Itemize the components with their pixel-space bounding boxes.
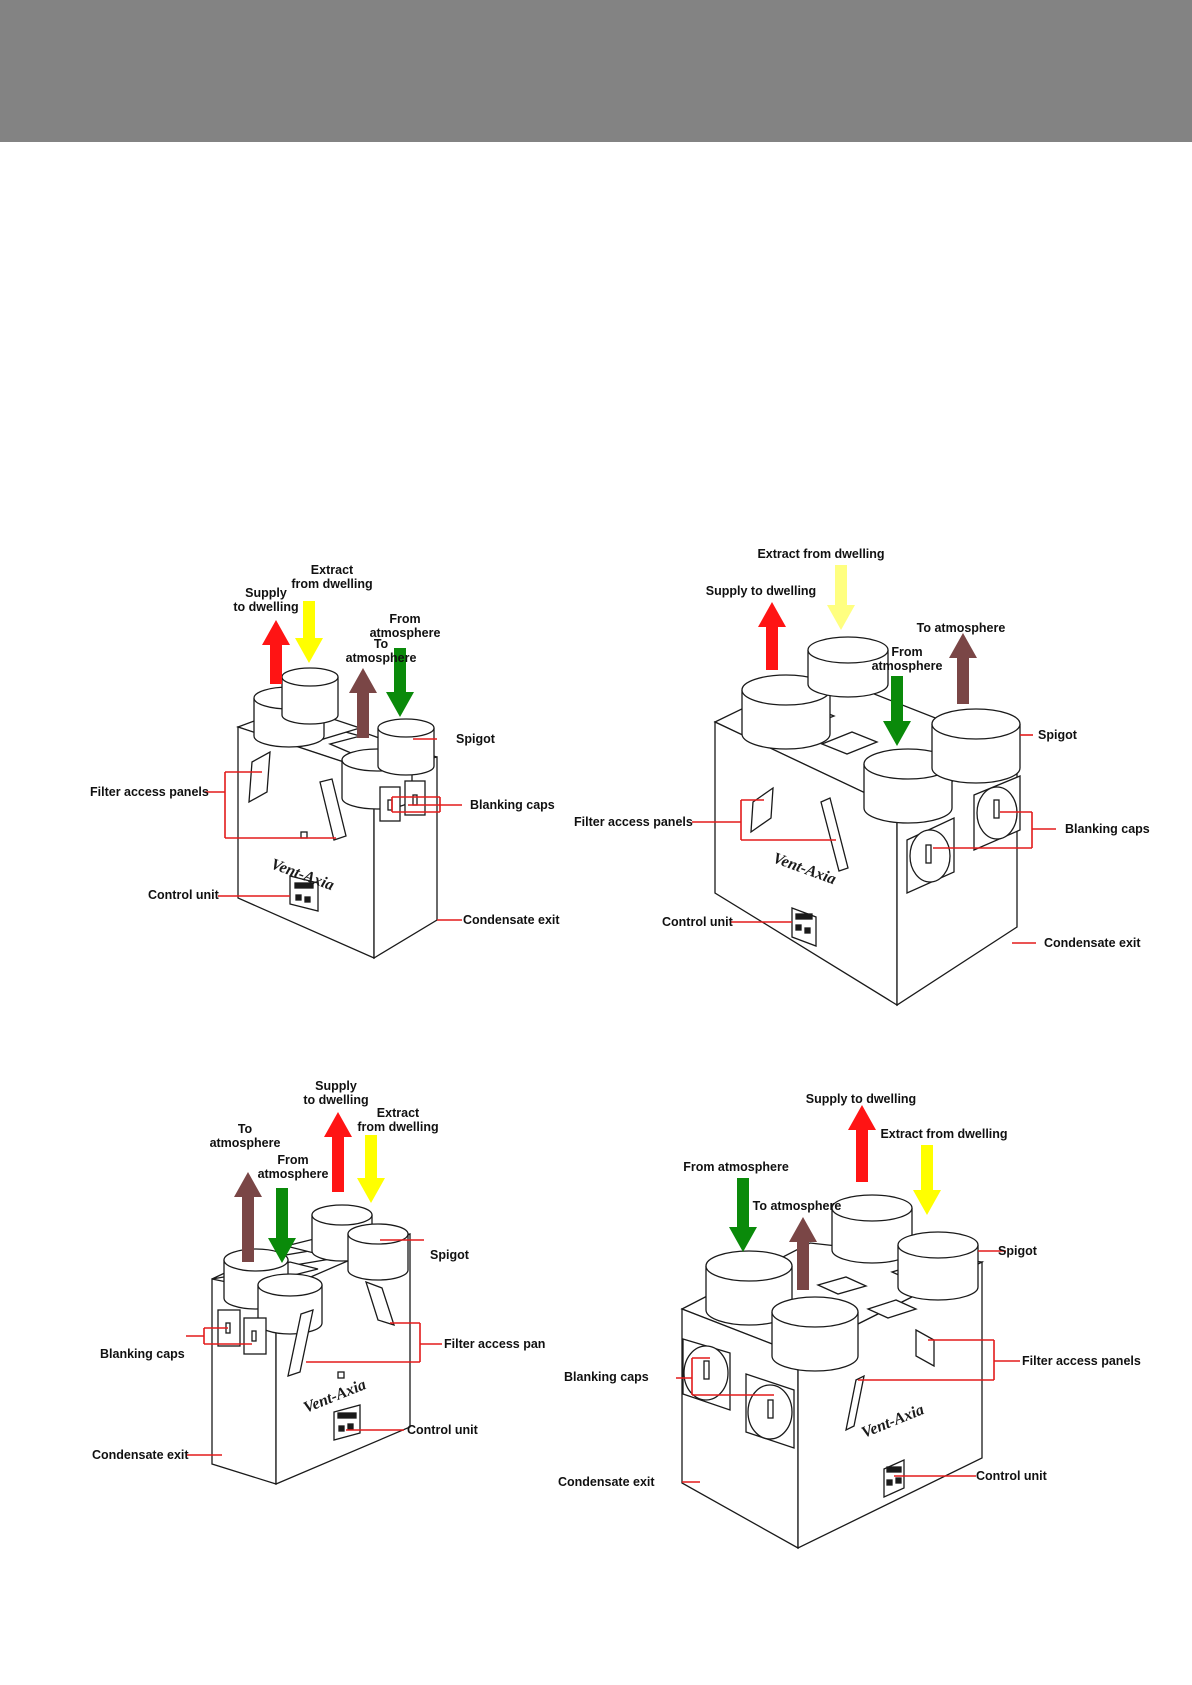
label-supply: Supply to dwelling [805,1092,917,1106]
extract-arrow [357,1135,385,1203]
label-spigot: Spigot [430,1248,469,1262]
blanking-caps-leader [391,796,462,813]
unit-drawing-bottom-left: Vent-Axia [186,1112,442,1485]
label-control-unit: Control unit [148,888,219,902]
unit-drawing-top-right: Vent-Axia [692,565,1056,1007]
label-from-atmosphere: From atmosphere [683,1160,789,1174]
extract-arrow [295,601,323,663]
label-blanking-caps: Blanking caps [100,1347,185,1361]
label-filter-access-panels: Filter access panels [1022,1354,1141,1368]
label-to-atmosphere: To atmosphere [345,637,417,665]
label-extract: Extract from dwelling [291,563,373,591]
label-blanking-caps: Blanking caps [564,1370,649,1384]
unit-diagram-top-right: Vent-Axia Extract from dwelling Supply t… [574,0,1192,1007]
label-extract: Extract from dwelling [757,547,885,561]
label-from-atmosphere: From atmosphere [871,645,943,673]
label-from-atmosphere: From atmosphere [257,1153,329,1181]
from-atmosphere-arrow [268,1188,296,1263]
label-supply: Supply to dwelling [233,586,299,614]
unit-diagram-top-left: Vent-Axia Supply to dwelling Extract fro… [0,0,596,1000]
extract-arrow [827,565,855,630]
label-control-unit: Control unit [662,915,733,929]
header-band [0,0,1192,142]
from-atmosphere-arrow [729,1178,757,1252]
filter-panels-leader [306,1322,442,1363]
label-filter-access-panels: Filter access panels [574,815,693,829]
unit-drawing-top-left: Vent-Axia [205,601,462,960]
to-atmosphere-arrow [789,1217,817,1290]
to-atmosphere-arrow [349,668,377,738]
label-condensate-exit: Condensate exit [558,1475,655,1489]
unit-diagram-bottom-right: Vent-Axia Supply to dwelling Extract fro… [558,1000,1192,1685]
to-atmosphere-arrow [949,633,977,704]
filter-panels-leader [858,1339,1020,1381]
from-atmosphere-arrow [883,676,911,746]
supply-arrow [758,602,786,670]
blanking-caps-leader [186,1327,252,1345]
label-control-unit: Control unit [407,1423,478,1437]
label-to-atmosphere: To atmosphere [916,621,1006,635]
label-condensate-exit: Condensate exit [92,1448,189,1462]
label-filter-access-panels: Filter access panels [90,785,209,799]
label-to-atmosphere: To atmosphere [752,1199,842,1213]
filter-panels-leader [692,799,836,841]
label-condensate-exit: Condensate exit [1044,936,1141,950]
to-atmosphere-arrow [234,1172,262,1262]
from-atmosphere-arrow [386,648,414,717]
label-control-unit: Control unit [976,1469,1047,1483]
label-blanking-caps: Blanking caps [1065,822,1150,836]
label-extract: Extract from dwelling [357,1106,439,1134]
label-to-atmosphere: To atmosphere [209,1122,281,1150]
label-spigot: Spigot [1038,728,1077,742]
supply-arrow [324,1112,352,1192]
label-condensate-exit: Condensate exit [463,913,560,927]
label-spigot: Spigot [998,1244,1037,1258]
blanking-caps-leader [676,1357,774,1396]
label-from-atmosphere: From atmosphere [369,612,441,640]
extract-arrow [913,1145,941,1215]
label-blanking-caps: Blanking caps [470,798,555,812]
label-filter-access-panels: Filter access pan [444,1337,546,1351]
label-supply: Supply to dwelling [705,584,817,598]
blanking-caps-leader [933,811,1056,849]
unit-diagram-bottom-left: Vent-Axia Supply to dwelling Extract fro… [0,1000,596,1685]
filter-panels-leader [205,771,336,839]
supply-arrow [848,1105,876,1182]
label-extract: Extract from dwelling [880,1127,1008,1141]
supply-arrow [262,620,290,684]
unit-drawing-bottom-right: Vent-Axia [676,1105,1020,1550]
label-spigot: Spigot [456,732,495,746]
label-supply: Supply to dwelling [303,1079,369,1107]
